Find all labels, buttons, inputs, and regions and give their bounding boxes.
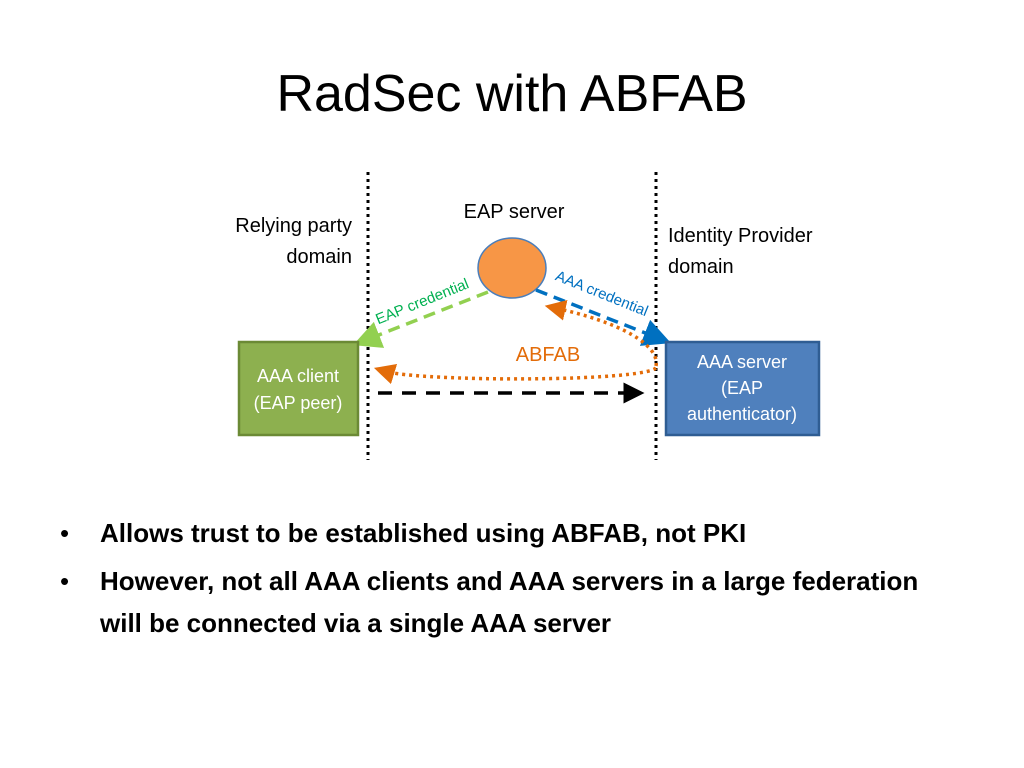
bullet-list: Allows trust to be established using ABF… [60, 512, 960, 650]
abfab-label: ABFAB [516, 344, 580, 366]
idp-label-line1: Identity Provider [668, 225, 813, 247]
aaa-client-label-line1: AAA client [257, 366, 339, 386]
eap-server-label: EAP server [464, 201, 565, 223]
aaa-credential-label: AAA credential [553, 268, 651, 321]
aaa-credential-arrow [535, 288, 672, 346]
idp-label-line2: domain [668, 256, 734, 278]
bullet-item: However, not all AAA clients and AAA ser… [60, 560, 960, 644]
aaa-server-label-line1: AAA server [697, 352, 787, 372]
aaa-client-label-line2: (EAP peer) [254, 393, 343, 413]
slide-title: RadSec with ABFAB [276, 65, 748, 123]
eap-server-circle [477, 237, 547, 299]
aaa-server-label-line3: authenticator) [687, 404, 797, 424]
abfab-trust-arrow [373, 364, 658, 385]
eap-credential-label: EAP credential [373, 275, 471, 328]
aaa-server-label-line2: (EAP [721, 378, 763, 398]
abfab-to-eap-arrow [544, 299, 658, 367]
bullet-item: Allows trust to be established using ABF… [60, 512, 960, 554]
aaa-server-box [664, 340, 821, 437]
relying-party-label-line1: Relying party [235, 215, 352, 237]
aaa-client-box [237, 340, 360, 437]
eap-credential-arrow [352, 290, 489, 348]
relying-party-label-line2: domain [286, 246, 352, 268]
